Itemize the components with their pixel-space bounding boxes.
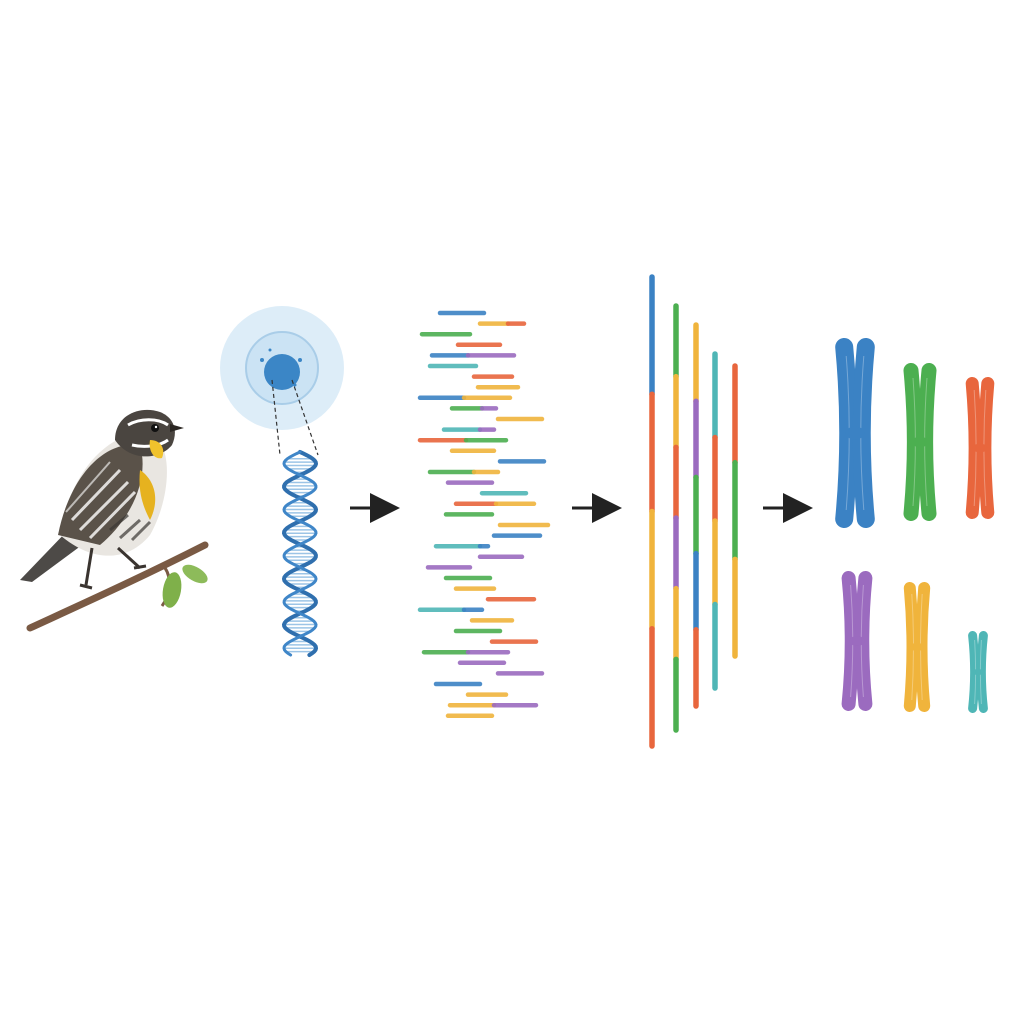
dna-strand: [281, 450, 319, 657]
chromosome-icon: [903, 582, 931, 712]
chromosome-icon: [841, 571, 873, 711]
chromosomes: [835, 338, 995, 713]
chromosome-icon: [835, 338, 875, 528]
bird-yellow-flank: [139, 470, 156, 520]
sequencing-reads: [417, 310, 551, 719]
chromosome-icon: [903, 363, 937, 521]
chromosome-icon: [968, 631, 988, 713]
cell-and-dna-group: [220, 306, 344, 657]
bird-beak: [170, 424, 184, 432]
leaf: [182, 564, 208, 584]
leaf: [162, 572, 182, 608]
bird-on-branch-icon: [20, 409, 209, 632]
chromosome-icon: [965, 377, 995, 519]
bird-throat: [149, 440, 164, 459]
bird-eye: [151, 424, 159, 432]
dna-strand: [282, 450, 318, 657]
assembled-contigs: [649, 274, 738, 749]
dna-helix-icon: [281, 450, 319, 657]
bird-tail: [20, 528, 82, 582]
branch: [26, 541, 209, 632]
nucleus-icon: [264, 354, 300, 390]
